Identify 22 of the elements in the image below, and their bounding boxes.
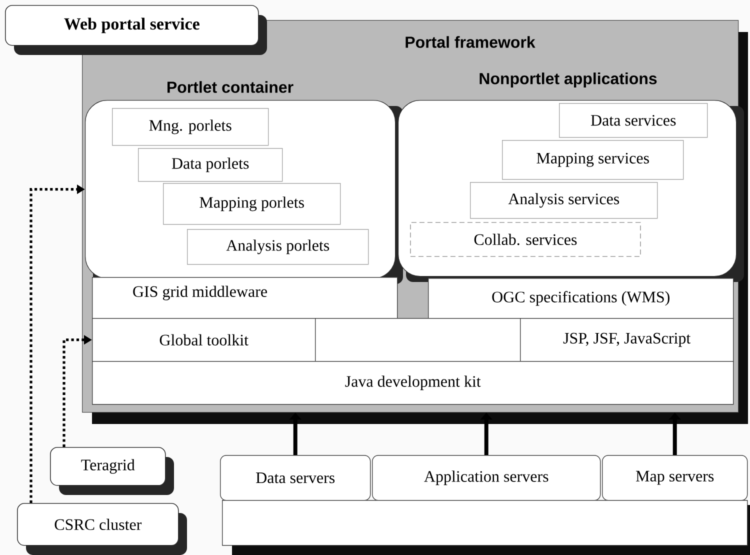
layer-box: OGC specifications (WMS) bbox=[428, 278, 734, 319]
porlet-box: Mng. porlets bbox=[112, 108, 269, 146]
platform-box bbox=[222, 500, 748, 546]
node-label: Nonportlet applications bbox=[480, 72, 657, 88]
cluster-box: Teragrid bbox=[50, 447, 174, 495]
service-box: Mapping services bbox=[502, 140, 684, 180]
porlet-box: Mapping porlets bbox=[163, 183, 341, 225]
layer-box bbox=[315, 318, 521, 362]
server-box: Map servers bbox=[602, 455, 748, 501]
porlet-box: Data porlets bbox=[138, 148, 283, 182]
layer-box: JSP, JSF, JavaScript bbox=[520, 318, 734, 362]
porlet-box: Analysis porlets bbox=[187, 229, 369, 265]
service-box: Data services bbox=[559, 103, 708, 138]
web-portal-box: Web portal service bbox=[5, 5, 267, 55]
server-box: Data servers bbox=[220, 455, 371, 501]
layer-box: Global toolkit bbox=[92, 318, 316, 362]
service-box: Collab. services bbox=[410, 222, 641, 257]
service-box: Analysis services bbox=[470, 182, 658, 219]
cluster-box: CSRC cluster bbox=[17, 503, 187, 555]
server-box: Application servers bbox=[372, 455, 601, 501]
node-label: Portlet container bbox=[168, 81, 294, 93]
layer-box: GIS grid middleware bbox=[92, 277, 398, 319]
